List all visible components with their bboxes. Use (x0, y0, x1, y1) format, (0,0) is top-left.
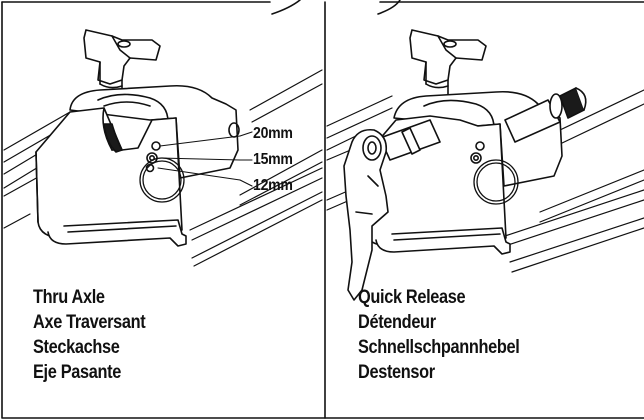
left-knob (83, 29, 161, 97)
quick-release-skewer (379, 87, 587, 161)
size-callout-leaders (157, 131, 253, 187)
thru-axle-label-fr: Axe Traversant (33, 312, 146, 333)
thru-axle-label-en: Thru Axle (33, 287, 105, 308)
quick-release-mount-drawing (326, 29, 644, 301)
quick-release-label-de: Schnellschpannhebel (358, 337, 520, 358)
quick-release-label-es: Destensor (358, 362, 435, 383)
right-knob (409, 29, 487, 97)
size-20mm-label: 20mm (253, 125, 293, 142)
right-safety-ring (473, 159, 519, 205)
thru-axle-mount-drawing (3, 29, 323, 267)
left-clamp-body (35, 84, 240, 247)
quick-release-lever (343, 128, 389, 301)
size-12mm-label: 12mm (253, 177, 293, 194)
thru-axle-label-de: Steckachse (33, 337, 120, 358)
quick-release-label-fr: Détendeur (358, 312, 436, 333)
quick-release-label-en: Quick Release (358, 287, 466, 308)
thru-axle-label-es: Eje Pasante (33, 362, 121, 383)
left-rail (3, 69, 323, 267)
size-15mm-label: 15mm (253, 151, 293, 168)
right-rail (326, 89, 644, 273)
